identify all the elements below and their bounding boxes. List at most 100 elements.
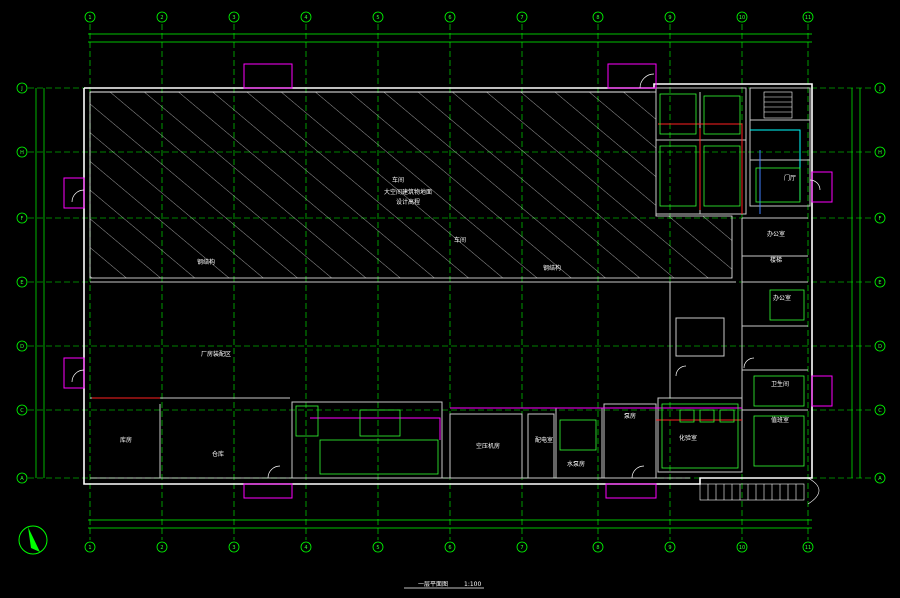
label-room-h: 门厅 (784, 174, 796, 182)
grid-label-row-H: H (20, 150, 24, 156)
grid-bubble-col-10 (736, 541, 748, 553)
stair-north (763, 91, 793, 119)
grid-bubble-col-6 (444, 541, 456, 553)
grid-label-col-3: 3 (232, 15, 235, 21)
grid-bubble-col-4 (300, 541, 312, 553)
grid-label-row-A: A (20, 476, 24, 482)
grid-bubble-row-D (16, 340, 28, 352)
label-room-g: 化验室 (679, 434, 697, 442)
equipment-blocks (295, 93, 805, 475)
label-hatched-line2: 设计高程 (396, 198, 420, 206)
grid-label-col-2: 2 (160, 545, 163, 551)
grid-label-col-4: 4 (304, 545, 307, 551)
grid-bubble-col-8 (592, 11, 604, 23)
grid-bubble-col-7 (516, 11, 528, 23)
grid-bubble-col-8 (592, 541, 604, 553)
grid-label-row-D: D (20, 344, 24, 350)
grid-label-row-C: C (878, 408, 882, 414)
grid-bubble-row-F (874, 212, 886, 224)
grid-label-col-9: 9 (668, 545, 671, 551)
grid-bubble-col-9 (664, 11, 676, 23)
grid-label-col-5: 5 (376, 15, 379, 21)
grid-label-row-J: J (20, 86, 22, 92)
grid-label-row-H: H (878, 150, 882, 156)
grid-label-row-J: J (878, 86, 880, 92)
grid-label-col-8: 8 (596, 15, 599, 21)
grid-label-col-6: 6 (448, 545, 451, 551)
grid-bubble-col-2 (156, 11, 168, 23)
label-room-a: 库房 (120, 436, 132, 444)
grid-label-col-8: 8 (596, 545, 599, 551)
grid-bubble-col-10 (736, 11, 748, 23)
label-room-k: 楼梯 (770, 256, 782, 264)
drawing-scale: 1:100 (464, 581, 481, 588)
grid-bubble-col-9 (664, 541, 676, 553)
label-room-j: 办公室 (773, 294, 791, 302)
grid-label-col-2: 2 (160, 15, 163, 21)
grid-bubble-col-6 (444, 11, 456, 23)
grid-label-col-10: 10 (739, 545, 745, 551)
grid-bubble-row-E (16, 276, 28, 288)
drawing-title: 一层平面图 (418, 581, 448, 588)
grid-bubble-row-A (16, 472, 28, 484)
grid-bubble-col-1 (84, 541, 96, 553)
grid-bubble-row-A (874, 472, 886, 484)
grid-bubble-col-11 (802, 541, 814, 553)
grid-bubble-col-3 (228, 11, 240, 23)
room-labels: 车间 大空间建筑物地面 设计高程 车间 钢结构 钢结构 厂房装配区 库房 仓库 … (120, 174, 796, 468)
grid-bubble-row-J (16, 82, 28, 94)
door-swings (71, 73, 821, 479)
grid-bubble-col-2 (156, 541, 168, 553)
grid-label-col-10: 10 (739, 15, 745, 21)
grid-label-row-A: A (878, 476, 882, 482)
label-room-d: 配电室 (535, 436, 553, 444)
grid-bubble-row-E (874, 276, 886, 288)
grid-label-col-6: 6 (448, 15, 451, 21)
grid-label-col-4: 4 (304, 15, 307, 21)
grid-bubble-col-7 (516, 541, 528, 553)
label-hatched-right: 车间 (454, 236, 466, 244)
stair-south (699, 477, 820, 505)
grid-bubble-col-4 (300, 11, 312, 23)
label-room-i: 办公室 (767, 230, 785, 238)
label-room-b: 仓库 (212, 450, 224, 458)
grid-label-col-5: 5 (376, 545, 379, 551)
label-hatched-bottom-right: 钢结构 (543, 264, 561, 272)
label-room-e: 水泵房 (567, 460, 585, 468)
north-arrow-icon (18, 525, 48, 555)
label-room-c: 空压机房 (476, 442, 500, 450)
entrance-canopies (63, 63, 833, 499)
grid-bubble-row-C (16, 404, 28, 416)
grid-label-col-3: 3 (232, 545, 235, 551)
grid-bubble-row-C (874, 404, 886, 416)
grid-bubble-col-5 (372, 11, 384, 23)
grid-bubble-col-11 (802, 11, 814, 23)
grid-label-col-11: 11 (805, 545, 811, 551)
grid-bubble-col-1 (84, 11, 96, 23)
label-room-l: 卫生间 (771, 380, 789, 388)
grid-label-col-9: 9 (668, 15, 671, 21)
grid-bubble-row-D (874, 340, 886, 352)
grid-label-col-7: 7 (520, 545, 523, 551)
grid-label-col-1: 1 (88, 545, 91, 551)
grid-label-row-F: F (21, 216, 24, 222)
grid-label-row-E: E (878, 280, 881, 286)
label-main-hall: 厂房装配区 (201, 350, 231, 358)
dimension-lines (35, 33, 861, 529)
grid-label-row-E: E (20, 280, 23, 286)
grid-label-col-1: 1 (88, 15, 91, 21)
grid-bubble-row-F (16, 212, 28, 224)
title-block: 一层平面图 1:100 (404, 581, 484, 589)
grid-bubble-col-5 (372, 541, 384, 553)
grid-bubble-row-H (874, 146, 886, 158)
grid-bubble-row-H (16, 146, 28, 158)
grid-label-row-F: F (879, 216, 882, 222)
label-hatched-line1: 大空间建筑物地面 (384, 188, 432, 196)
grid-label-col-11: 11 (805, 15, 811, 21)
grid-bubble-row-J (874, 82, 886, 94)
hatched-zone (89, 91, 733, 279)
label-room-m: 值班室 (771, 416, 789, 424)
label-hatched-bottom-left: 钢结构 (197, 258, 215, 266)
grid-label-row-D: D (878, 344, 882, 350)
